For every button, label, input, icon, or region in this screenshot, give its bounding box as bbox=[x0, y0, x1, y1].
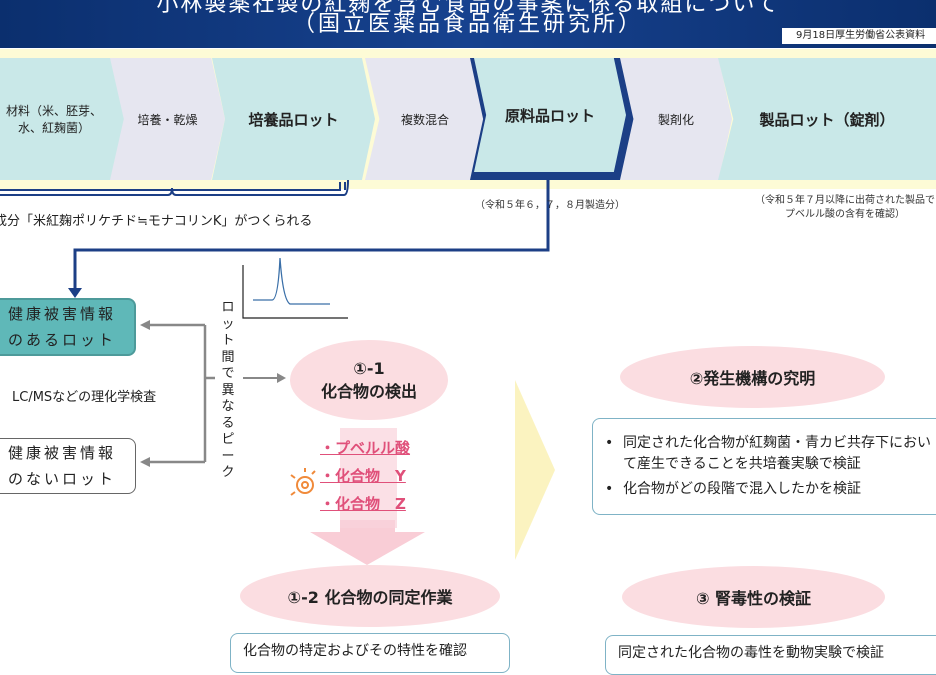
lightbulb-icon bbox=[290, 468, 316, 496]
step1-2-ellipse: ①-2 化合物の同定作業 bbox=[240, 565, 500, 627]
bullet-text: 化合物がどの段階で混入したかを検証 bbox=[623, 481, 861, 497]
step-label: 製剤化 bbox=[657, 112, 694, 127]
down-arrow-shape bbox=[310, 520, 425, 565]
process-step-formulation: 製剤化 bbox=[620, 58, 732, 180]
date-label: 9月18日厚生労働省公表資料 bbox=[782, 28, 936, 44]
product-lot-note: （令和５年７月以降に出荷された製品でプベルル酸の含有を確認） bbox=[730, 194, 936, 222]
step3-desc: 同定された化合物の毒性を動物実験で検証 bbox=[605, 635, 936, 675]
lcms-label: LC/MSなどの理化学検査 bbox=[12, 390, 157, 405]
chromatogram-icon bbox=[242, 257, 348, 319]
step2-ellipse: ②発生機構の究明 bbox=[620, 346, 885, 408]
process-step-culture-lot: 培養品ロット bbox=[212, 58, 375, 180]
note-line: （令和５年７月以降に出荷された製品で bbox=[755, 195, 935, 206]
header: 小林製薬社製の紅麹を含む食品の事案に係る取組について （国立医薬品食品衛生研究所… bbox=[0, 0, 936, 48]
compound-list: ・プベルル酸 ・化合物 Y ・化合物 Z bbox=[320, 434, 410, 518]
connectors bbox=[0, 179, 555, 565]
compound-item: ・化合物 Y bbox=[320, 467, 406, 485]
note-line: プベルル酸の含有を確認） bbox=[785, 209, 905, 220]
bullet-item: •化合物がどの段階で混入したかを検証 bbox=[605, 479, 936, 500]
brace bbox=[0, 179, 349, 196]
right-arrow-shape bbox=[515, 380, 555, 560]
process-step-mixing: 複数混合 bbox=[365, 58, 485, 180]
step-label: 原料品ロット bbox=[504, 106, 595, 125]
bullet-text: 同定された化合物が紅麹菌・青カビ共存下において産生できることを共培養実験で検証 bbox=[623, 435, 931, 472]
step-title: 化合物の検出 bbox=[320, 381, 417, 401]
peak-label: ロット間で異なるピーク bbox=[221, 300, 235, 480]
process-step-product-lot: 製品ロット（錠剤） bbox=[718, 58, 936, 180]
step-label: 培養品ロット bbox=[248, 110, 339, 129]
no-harm-lot-box: 健康被害情報のないロット bbox=[0, 438, 136, 494]
step-label: 製品ロット（錠剤） bbox=[759, 110, 895, 129]
culture-note: 成分「米紅麹ポリケチド≒モナコリンK」がつくられる bbox=[0, 214, 313, 229]
step1-1-ellipse: ①-1 化合物の検出 bbox=[290, 340, 448, 420]
step-label: 複数混合 bbox=[400, 112, 449, 127]
step2-desc: •同定された化合物が紅麹菌・青カビ共存下において産生できることを共培養実験で検証… bbox=[592, 418, 936, 515]
step1-2-desc: 化合物の特定およびその特性を確認 bbox=[230, 633, 510, 673]
bullet-item: •同定された化合物が紅麹菌・青カビ共存下において産生できることを共培養実験で検証 bbox=[605, 433, 936, 475]
title-line-2: （国立医薬品食品衛生研究所） bbox=[292, 12, 643, 37]
harm-lot-box: 健康被害情報のあるロット bbox=[0, 298, 136, 356]
process-step-materials: 材料（米、胚芽、水、紅麹菌） bbox=[0, 58, 128, 180]
step-label: 培養・乾燥 bbox=[137, 112, 198, 127]
raw-lot-inner: 原料品ロット bbox=[474, 58, 626, 172]
raw-lot-note: （令和５年６，７，８月製造分） bbox=[475, 200, 625, 211]
step-label: 材料（米、胚芽、水、紅麹菌） bbox=[5, 104, 102, 135]
compound-item: ・化合物 Z bbox=[320, 495, 406, 513]
title-line-1: 小林製薬社製の紅麹を含む食品の事案に係る取組について bbox=[156, 0, 780, 17]
compound-item: ・プベルル酸 bbox=[320, 439, 411, 457]
process-step-culture-dry: 培養・乾燥 bbox=[110, 58, 225, 180]
arrow-down-icon bbox=[68, 288, 82, 298]
step3-ellipse: ③ 腎毒性の検証 bbox=[622, 566, 885, 628]
process-step-raw-lot: 原料品ロット bbox=[470, 58, 634, 180]
step-number: ①-1 bbox=[353, 358, 385, 378]
